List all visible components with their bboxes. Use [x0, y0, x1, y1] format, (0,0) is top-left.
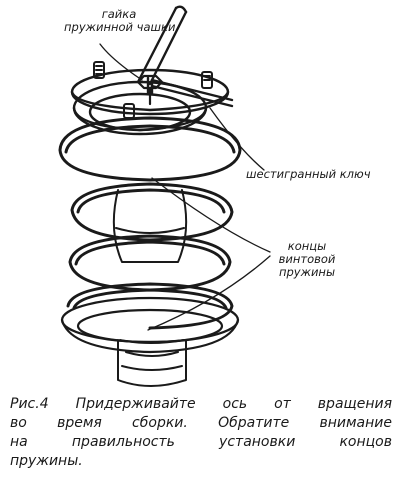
- cup-nut-label-line1: гайка: [101, 7, 137, 21]
- strut-drawing: [58, 5, 271, 387]
- mounting-studs: [93, 61, 213, 119]
- caption-line-1: Рис.4 Придерживайте ось от вращения: [10, 396, 392, 412]
- cup-nut-label: гайка пружинной чашки: [64, 7, 176, 34]
- caption-line-4: пружины.: [10, 453, 83, 469]
- figure-caption: Рис.4 Придерживайте ось от вращения во в…: [10, 395, 392, 471]
- coil-spring: [58, 116, 242, 330]
- wrench: [136, 5, 188, 86]
- caption-line-3: на правильность установки концов: [10, 434, 392, 450]
- hex-key-label-text: шестигранный ключ: [246, 167, 371, 181]
- strut-lower-tube: [119, 339, 185, 344]
- leader-lines: [99, 43, 271, 331]
- bump-stop: [112, 189, 188, 263]
- top-mount-plate: [70, 68, 230, 116]
- hex-key: [146, 76, 234, 108]
- spring-ends-label: концы винтовой пружины: [262, 240, 352, 279]
- strut-assembly-figure: гайка пружинной чашки шестигранный ключ …: [58, 5, 371, 387]
- cup-nut-label-line2: пружинной чашки: [64, 20, 176, 34]
- shock-absorber-body: [117, 339, 187, 387]
- spring-ends-label-line3: пружины: [278, 265, 336, 279]
- spring-ends-label-line1: концы: [287, 239, 327, 253]
- spring-ends-label-line2: винтовой: [278, 252, 336, 266]
- caption-line-2: во время сборки. Обратите внимание: [10, 415, 392, 431]
- hex-key-label: шестигранный ключ: [246, 168, 371, 181]
